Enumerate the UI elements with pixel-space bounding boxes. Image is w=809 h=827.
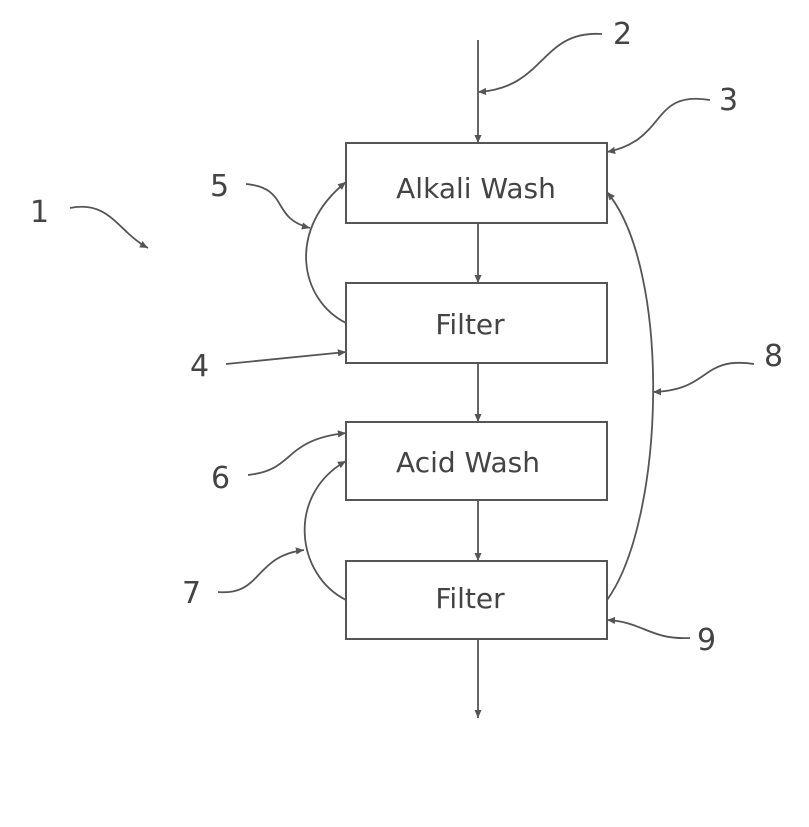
- filter-2-label: Filter: [435, 582, 505, 615]
- ref-numeral-7: 7: [182, 576, 201, 611]
- inlet-arrow-6: [248, 433, 346, 475]
- ref-numeral-5: 5: [210, 169, 229, 204]
- leader-line-9: [607, 620, 690, 638]
- leader-line-8: [653, 363, 754, 392]
- ref-numeral-8: 8: [764, 339, 783, 374]
- ref-numeral-4: 4: [190, 349, 209, 384]
- leader-line-3: [607, 99, 710, 152]
- recycle-loop-filter1-to-alkali: [306, 182, 346, 323]
- inlet-arrow-4: [226, 352, 346, 364]
- ref-numeral-2: 2: [613, 17, 632, 52]
- leader-line-2: [478, 34, 602, 92]
- alkali-wash-label: Alkali Wash: [396, 172, 556, 205]
- recycle-loop-filter2-to-acid: [305, 461, 346, 600]
- ref-numeral-3: 3: [719, 83, 738, 118]
- acid-wash-label: Acid Wash: [396, 446, 540, 479]
- leader-line-1: [70, 207, 148, 248]
- leader-line-5: [246, 184, 310, 228]
- ref-numeral-9: 9: [697, 623, 716, 658]
- ref-numeral-1: 1: [30, 195, 49, 230]
- ref-numeral-6: 6: [211, 461, 230, 496]
- recycle-loop-filter2-to-alkali: [607, 192, 653, 600]
- filter-1-label: Filter: [435, 308, 505, 341]
- leader-line-7: [218, 550, 304, 592]
